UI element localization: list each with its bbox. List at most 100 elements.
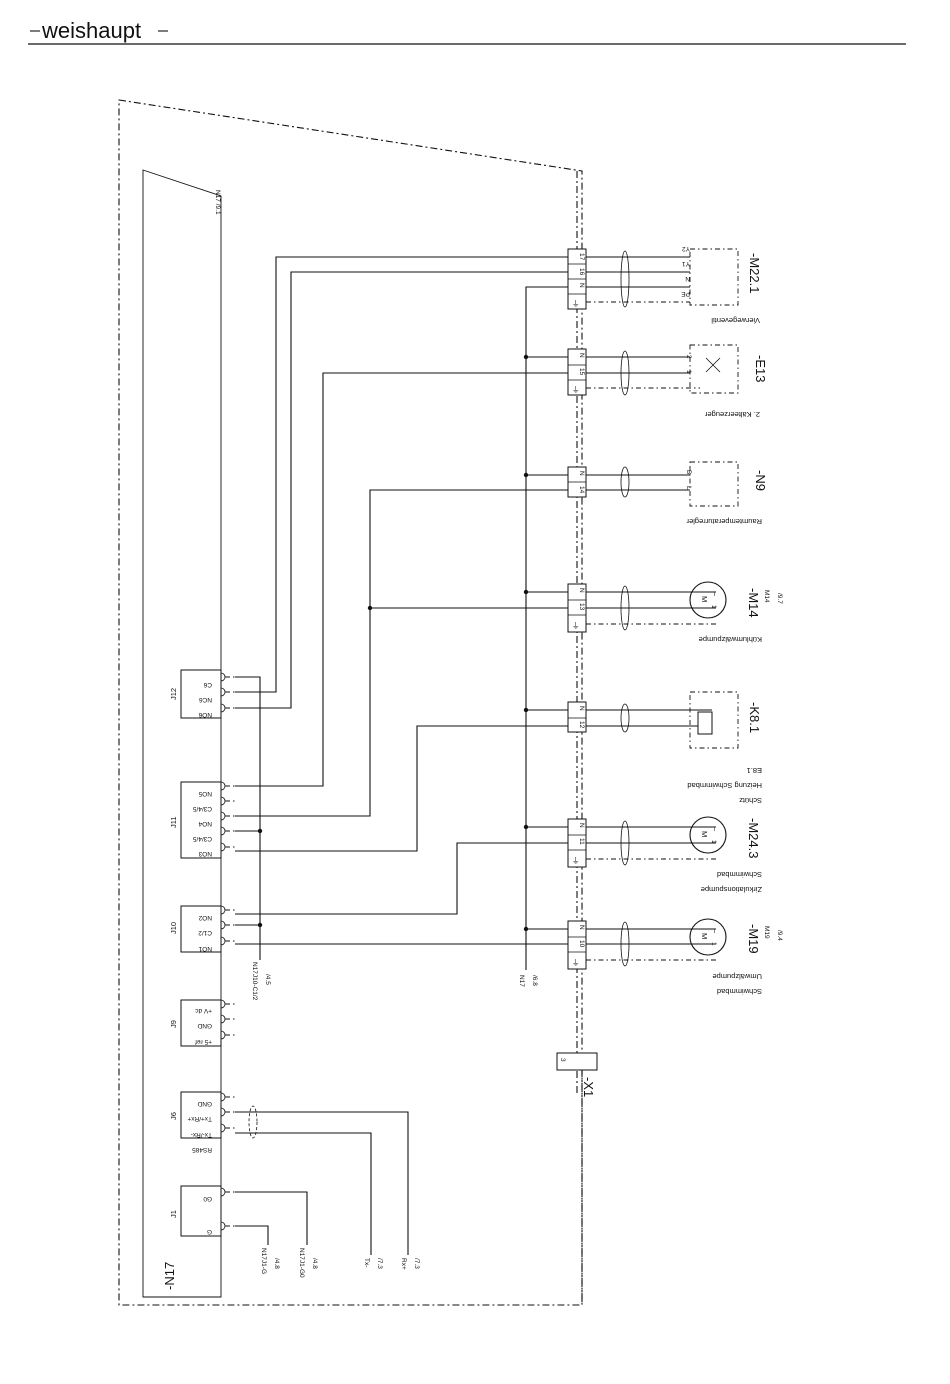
device-e13: 2 1 -E13 2. Kälteerzeuger	[685, 344, 768, 419]
svg-text:M: M	[700, 596, 709, 602]
brand-logo: weishaupt	[30, 18, 168, 43]
svg-text:/9.4: /9.4	[776, 930, 783, 941]
terminal-group-m243: N 11 ⏚	[567, 818, 587, 868]
neutral-bus	[523, 286, 568, 970]
svg-text:PE: PE	[681, 290, 690, 297]
svg-text:J10: J10	[169, 922, 178, 934]
svg-text:14: 14	[578, 486, 585, 494]
ref-tx-label: Tx-	[363, 1258, 370, 1267]
connector-j12: J12 C6 NC6 NO6	[169, 669, 222, 719]
svg-text:⏚: ⏚	[572, 385, 580, 394]
connector-j10: J10 NO2 C1/2 NO1	[169, 905, 222, 953]
field-wiring	[586, 250, 716, 967]
svg-text:16: 16	[578, 268, 585, 276]
svg-text:J11: J11	[169, 816, 178, 828]
svg-text:Tx+/Rx+: Tx+/Rx+	[187, 1115, 212, 1122]
device-id: -M22.1	[747, 253, 762, 293]
svg-text:N: N	[578, 353, 585, 358]
svg-text:12: 12	[578, 721, 585, 729]
ref-c12-page: /4.5	[264, 974, 271, 985]
svg-text:C1/2: C1/2	[198, 929, 212, 936]
svg-text:NO6: NO6	[198, 711, 212, 718]
device-id: -M14	[746, 588, 761, 618]
svg-text:⏚: ⏚	[572, 958, 580, 967]
ref-g0-label: N17J1-G0	[298, 1248, 305, 1278]
terminal-group-n9: N 14	[567, 466, 587, 498]
svg-text:+V dc: +V dc	[194, 1007, 212, 1014]
device-m14: M ~ 1 -M14 M14 /9.7 Kühlumwälzpumpe	[689, 581, 783, 644]
svg-text:J12: J12	[169, 688, 178, 700]
terminal-group-e13: N 15 ⏚	[567, 348, 587, 396]
svg-text:G: G	[207, 1228, 212, 1235]
ref-rx-page: /7.3	[413, 1258, 420, 1269]
svg-text:M14: M14	[763, 590, 770, 603]
svg-text:J6: J6	[169, 1112, 178, 1120]
brand-logo-text: weishaupt	[41, 18, 141, 43]
connector-pin-terminals	[220, 672, 235, 1231]
svg-text:B: B	[685, 470, 692, 474]
svg-text:M: M	[700, 831, 709, 837]
ref-n17-page: /6.8	[531, 975, 538, 986]
device-m19: M ~ 1 -M19 M19 /9.4 Umwälzpumpe Schwimmb…	[689, 918, 783, 996]
bus-wiring	[235, 1105, 409, 1255]
device-id: -E13	[753, 355, 768, 382]
svg-text:Zirkulationspumpe: Zirkulationspumpe	[701, 885, 762, 894]
svg-text:2: 2	[685, 355, 692, 359]
svg-text:N: N	[685, 275, 690, 282]
device-desc: 2. Kälteerzeuger	[704, 410, 760, 419]
svg-text:N: N	[578, 925, 585, 930]
svg-text:Schwimmbad: Schwimmbad	[717, 870, 762, 879]
terminal-strip-x1: 17 16 N ⏚ N 15 ⏚ N 14 N 13 ⏚	[556, 171, 598, 1305]
ref-c12-label: N17J10-C1/2	[251, 962, 258, 1001]
svg-text:10: 10	[578, 940, 585, 948]
device-desc: Raumtemperaturregler	[686, 517, 762, 526]
svg-text:M: M	[700, 933, 709, 939]
svg-text:+5 ref: +5 ref	[195, 1038, 212, 1045]
svg-text:NO1: NO1	[198, 945, 212, 952]
svg-text:~: ~	[710, 827, 719, 832]
svg-text:N: N	[578, 706, 585, 711]
svg-text:1: 1	[710, 605, 717, 609]
svg-text:N: N	[578, 588, 585, 593]
device-id: -M19	[746, 924, 761, 954]
ref-g-page: /4.8	[273, 1258, 280, 1269]
svg-text:⏚: ⏚	[572, 299, 580, 308]
svg-text:Y1: Y1	[682, 260, 690, 267]
svg-text:13: 13	[578, 603, 585, 611]
ref-g-label: N17J1-G	[260, 1248, 267, 1274]
svg-text:L: L	[685, 486, 692, 490]
svg-text:~: ~	[710, 929, 719, 934]
terminal-group-k81: N 12	[567, 701, 587, 733]
svg-text:⏚: ⏚	[572, 856, 580, 865]
svg-text:E8.1: E8.1	[747, 766, 762, 775]
svg-text:Y2: Y2	[682, 245, 690, 252]
svg-text:Schwimmbad: Schwimmbad	[717, 987, 762, 996]
controller-id: -N17	[162, 1262, 177, 1290]
connector-j6: J6 GND Tx+/Rx+ Tx-/Rx- RS485	[169, 1091, 222, 1153]
svg-text:N: N	[578, 471, 585, 476]
svg-text:Schütz: Schütz	[739, 796, 762, 805]
svg-text:RS485: RS485	[192, 1146, 212, 1153]
svg-text:Tx-/Rx-: Tx-/Rx-	[191, 1131, 212, 1138]
svg-text:C3/4/5: C3/4/5	[192, 835, 212, 842]
svg-text:17: 17	[578, 253, 585, 261]
connector-j11: J11 NO5 C3/4/5 NO4 C3/4/5 NO3	[169, 781, 222, 859]
device-id: -M24.3	[746, 818, 761, 858]
svg-text:GND: GND	[197, 1100, 212, 1107]
svg-text:NO2: NO2	[198, 914, 212, 921]
terminal-strip-id: -X1	[581, 1077, 596, 1097]
svg-text:NO4: NO4	[198, 820, 212, 827]
svg-text:G0: G0	[203, 1195, 212, 1202]
svg-text:NO5: NO5	[198, 790, 212, 797]
svg-text:C3/4/5: C3/4/5	[192, 805, 212, 812]
svg-text:C6: C6	[203, 681, 212, 688]
controller-ref: N17 /9.1	[214, 190, 221, 215]
terminal-group-m22: 17 16 N ⏚	[567, 248, 587, 310]
svg-text:⏚: ⏚	[572, 621, 580, 630]
terminal-group-m19: N 10 ⏚	[567, 920, 587, 970]
device-m22-1: Y2 Y1 N PE -M22.1 Vierwegeventil	[681, 245, 762, 325]
svg-text:GND: GND	[197, 1022, 212, 1029]
svg-text:1: 1	[685, 370, 692, 374]
